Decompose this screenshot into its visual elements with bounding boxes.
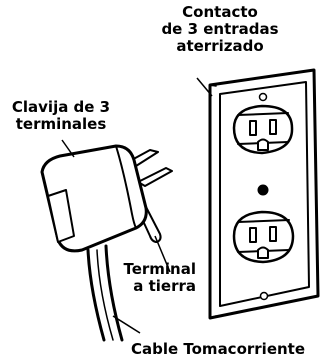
leader-lines [61,77,213,334]
ground-pin-label: Terminal a tierra [123,260,196,295]
plug-label: Clavija de 3 terminales [11,98,111,133]
upper-receptacle [232,104,294,155]
wall-outlet [208,68,320,320]
three-prong-plug [40,144,173,342]
cable-label: Cable Tomacorriente [130,340,306,358]
outlet-label: Contacto de 3 entradas aterrizado [161,3,279,55]
lower-receptacle [232,210,295,264]
